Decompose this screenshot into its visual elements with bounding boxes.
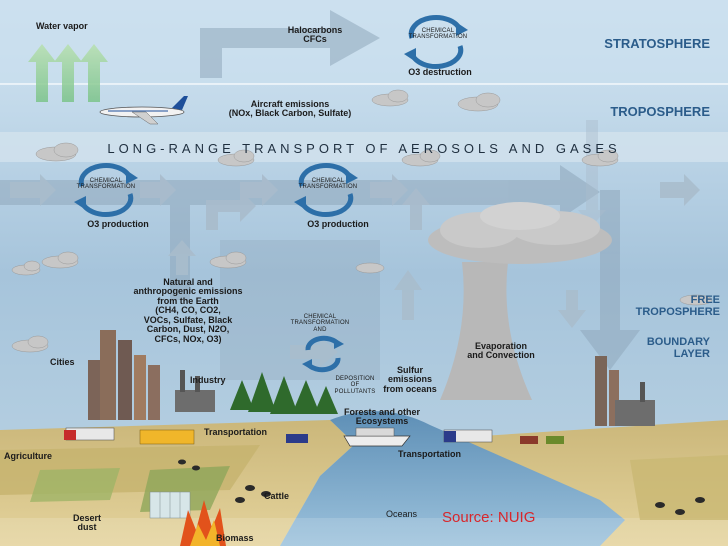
cattle-label: Cattle [264,491,290,501]
sulfur-emissions-label: Sulfur emissions from oceans [383,365,437,394]
source-label: Source: NUIG [442,509,536,526]
o3-production-left-label: O3 production [87,219,149,229]
flow-arrows [10,120,700,367]
desert-dust-label: Desert dust [72,513,101,533]
free-troposphere-label: FREE TROPOSPHERE [635,294,720,318]
chem-transform-top-label: CHEMICAL TRANSFORMATION [408,28,468,41]
water-vapor-arrows [28,44,108,102]
water-vapor-label: Water vapor [36,21,88,31]
biomass-label: Biomass [216,533,254,543]
fields [0,445,728,520]
boundary-layer-label: BOUNDARY LAYER [646,336,710,360]
natural-emissions-label: Natural and anthropogenic emissions from… [133,277,243,344]
airplane-icon [99,96,188,125]
agriculture-label: Agriculture [4,451,53,461]
greenhouses [149,491,191,519]
halocarbons-label: Halocarbons CFCs [287,25,343,45]
forests-label: Forests and other Ecosystems [343,407,420,427]
o3-destruction-label: O3 destruction [408,67,472,77]
o3-production-mid-label: O3 production [307,219,369,229]
biomass-fire-icon [180,500,226,546]
aircraft-emissions-label: Aircraft emissions (NOx, Black Carbon, S… [228,99,352,119]
transportation-right-label: Transportation [398,449,462,459]
stratosphere-label: STRATOSPHERE [604,36,710,51]
chem-transform-left-label: CHEMICAL TRANSFORMATION [76,178,136,191]
long-range-transport-banner: LONG-RANGE TRANSPORT OF AEROSOLS AND GAS… [107,141,621,156]
deposition-label: DEPOSITION OF POLLUTANTS [334,376,376,395]
convection-cloud [428,202,612,400]
vehicles [64,427,564,445]
city-buildings [88,330,619,426]
clouds [11,89,713,353]
industry-label: Industry [190,375,226,385]
ship-icon [343,427,411,447]
oceans-label: Oceans [386,509,418,519]
trees [230,372,338,414]
troposphere-label: TROPOSPHERE [610,104,710,119]
chem-transform-mid-label: CHEMICAL TRANSFORMATION [298,178,358,191]
evaporation-label: Evaporation and Convection [467,341,535,361]
transportation-left-label: Transportation [204,427,268,437]
cattle [178,459,705,515]
chem-transform-low-label: CHEMICAL TRANSFORMATION AND [290,314,350,333]
recycle-loops [78,15,464,373]
industry [175,370,655,426]
cities-label: Cities [50,357,75,367]
